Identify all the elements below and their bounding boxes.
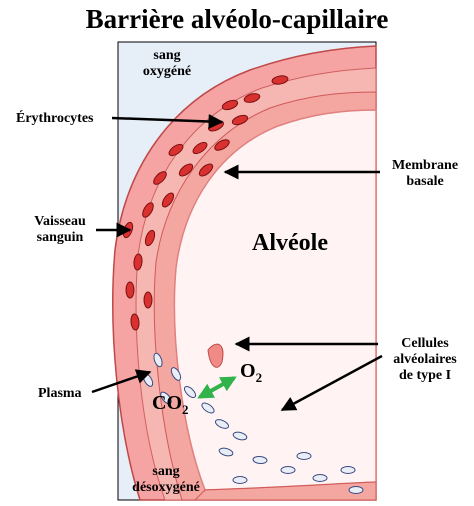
- plasma-cell: [281, 467, 295, 474]
- plasma-cell: [233, 477, 247, 484]
- label-vaisseau-sanguin: Vaisseau sanguin: [20, 214, 100, 246]
- label-sang-desoxygene: sang désoxygéné: [116, 464, 216, 496]
- diagram-title: Barrière alvéolo-capillaire: [0, 4, 474, 35]
- plasma-cell: [349, 487, 363, 494]
- label-membrane-basale: Membrane basale: [380, 158, 470, 190]
- label-erythrocytes: Érythrocytes: [16, 111, 94, 127]
- erythrocyte: [144, 292, 152, 308]
- label-sang-oxygene: sang oxygéné: [136, 48, 198, 80]
- label-alveole: Alvéole: [252, 230, 328, 257]
- o2-symbol: O: [240, 360, 256, 382]
- label-cellules-type-1: Cellules alvéolaires de type I: [378, 336, 472, 384]
- co2-symbol: CO: [152, 392, 182, 414]
- label-plasma: Plasma: [38, 386, 82, 402]
- erythrocyte: [126, 282, 134, 298]
- label-o2: O2: [240, 360, 262, 386]
- label-co2: CO2: [152, 392, 189, 418]
- plasma-cell: [313, 475, 327, 482]
- co2-subscript: 2: [182, 402, 189, 417]
- plasma-cell: [297, 453, 311, 460]
- o2-subscript: 2: [256, 370, 263, 385]
- plasma-cell: [341, 467, 355, 474]
